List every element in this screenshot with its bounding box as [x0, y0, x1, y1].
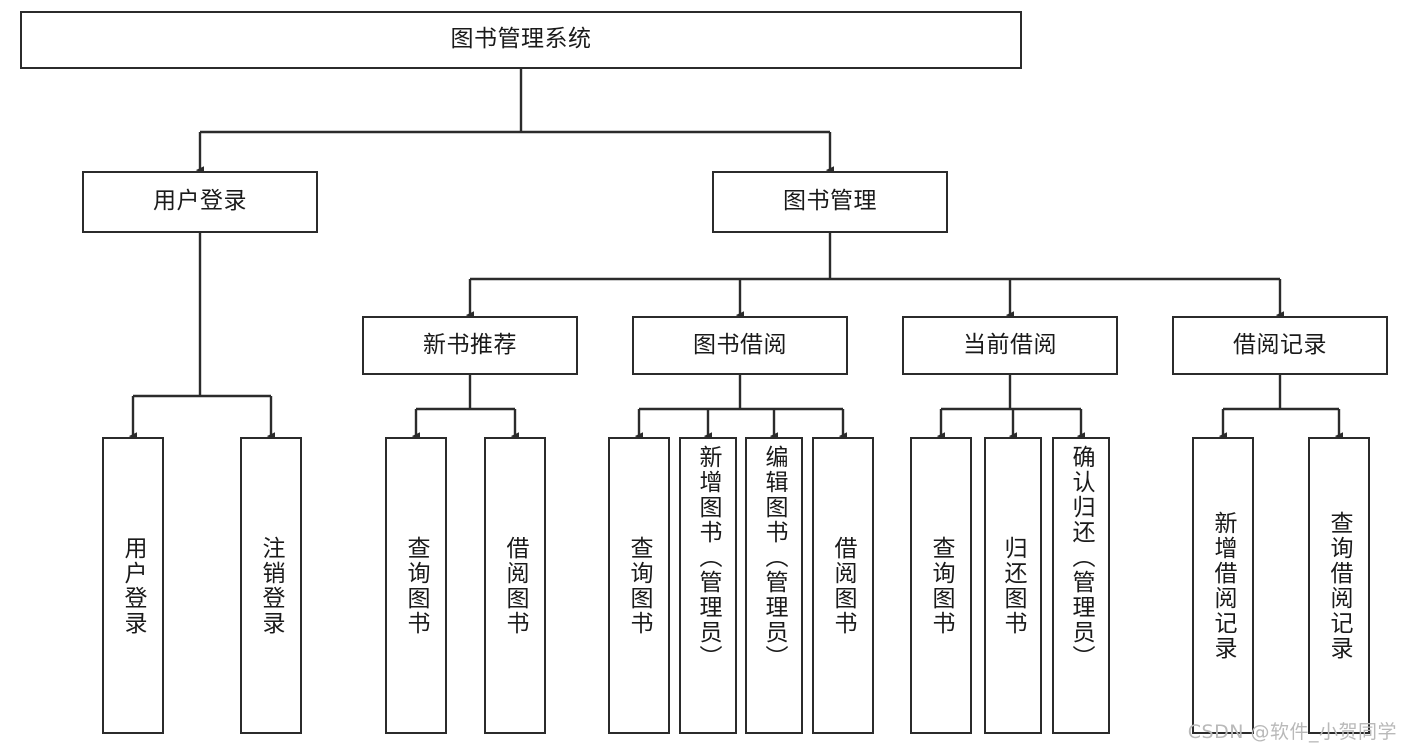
node-login[interactable]: 用户登录: [82, 171, 318, 233]
node-label: 查询图书: [928, 535, 955, 636]
node-label: 归还图书: [1000, 535, 1027, 636]
node-leaf2[interactable]: 注销登录: [240, 437, 302, 734]
node-label: 图书管理系统: [450, 26, 592, 53]
node-label: 确认归还（管理员）: [1068, 445, 1095, 670]
node-label: 新书推荐: [423, 331, 517, 358]
node-leaf1[interactable]: 用户登录: [102, 437, 164, 734]
node-label: 查询借阅记录: [1326, 510, 1353, 661]
node-label: 借阅图书: [830, 535, 857, 636]
watermark-text: CSDN @软件_小贺同学: [1187, 721, 1397, 743]
node-current[interactable]: 当前借阅: [902, 316, 1118, 375]
node-records[interactable]: 借阅记录: [1172, 316, 1388, 375]
node-label: 新增图书（管理员）: [695, 445, 722, 670]
node-label: 查询图书: [626, 535, 653, 636]
node-leaf7[interactable]: 编辑图书（管理员）: [745, 437, 803, 734]
node-label: 借阅记录: [1233, 331, 1327, 358]
node-leaf6[interactable]: 新增图书（管理员）: [679, 437, 737, 734]
node-label: 借阅图书: [502, 535, 529, 636]
node-label: 查询图书: [403, 535, 430, 636]
node-label: 用户登录: [120, 535, 147, 636]
node-leaf5[interactable]: 查询图书: [608, 437, 670, 734]
node-leaf9[interactable]: 查询图书: [910, 437, 972, 734]
node-leaf12[interactable]: 新增借阅记录: [1192, 437, 1254, 734]
node-label: 图书借阅: [693, 331, 787, 358]
node-leaf11[interactable]: 确认归还（管理员）: [1052, 437, 1110, 734]
node-label: 新增借阅记录: [1210, 510, 1237, 661]
node-label: 注销登录: [258, 535, 285, 636]
node-leaf13[interactable]: 查询借阅记录: [1308, 437, 1370, 734]
node-leaf3[interactable]: 查询图书: [385, 437, 447, 734]
node-leaf4[interactable]: 借阅图书: [484, 437, 546, 734]
node-label: 图书管理: [783, 188, 877, 215]
node-leaf10[interactable]: 归还图书: [984, 437, 1042, 734]
node-bookmgmt[interactable]: 图书管理: [712, 171, 948, 233]
node-label: 用户登录: [153, 188, 247, 215]
node-label: 当前借阅: [963, 331, 1057, 358]
node-borrow[interactable]: 图书借阅: [632, 316, 848, 375]
node-label: 编辑图书（管理员）: [761, 445, 788, 670]
node-leaf8[interactable]: 借阅图书: [812, 437, 874, 734]
node-newbook[interactable]: 新书推荐: [362, 316, 578, 375]
node-root[interactable]: 图书管理系统: [20, 11, 1022, 69]
